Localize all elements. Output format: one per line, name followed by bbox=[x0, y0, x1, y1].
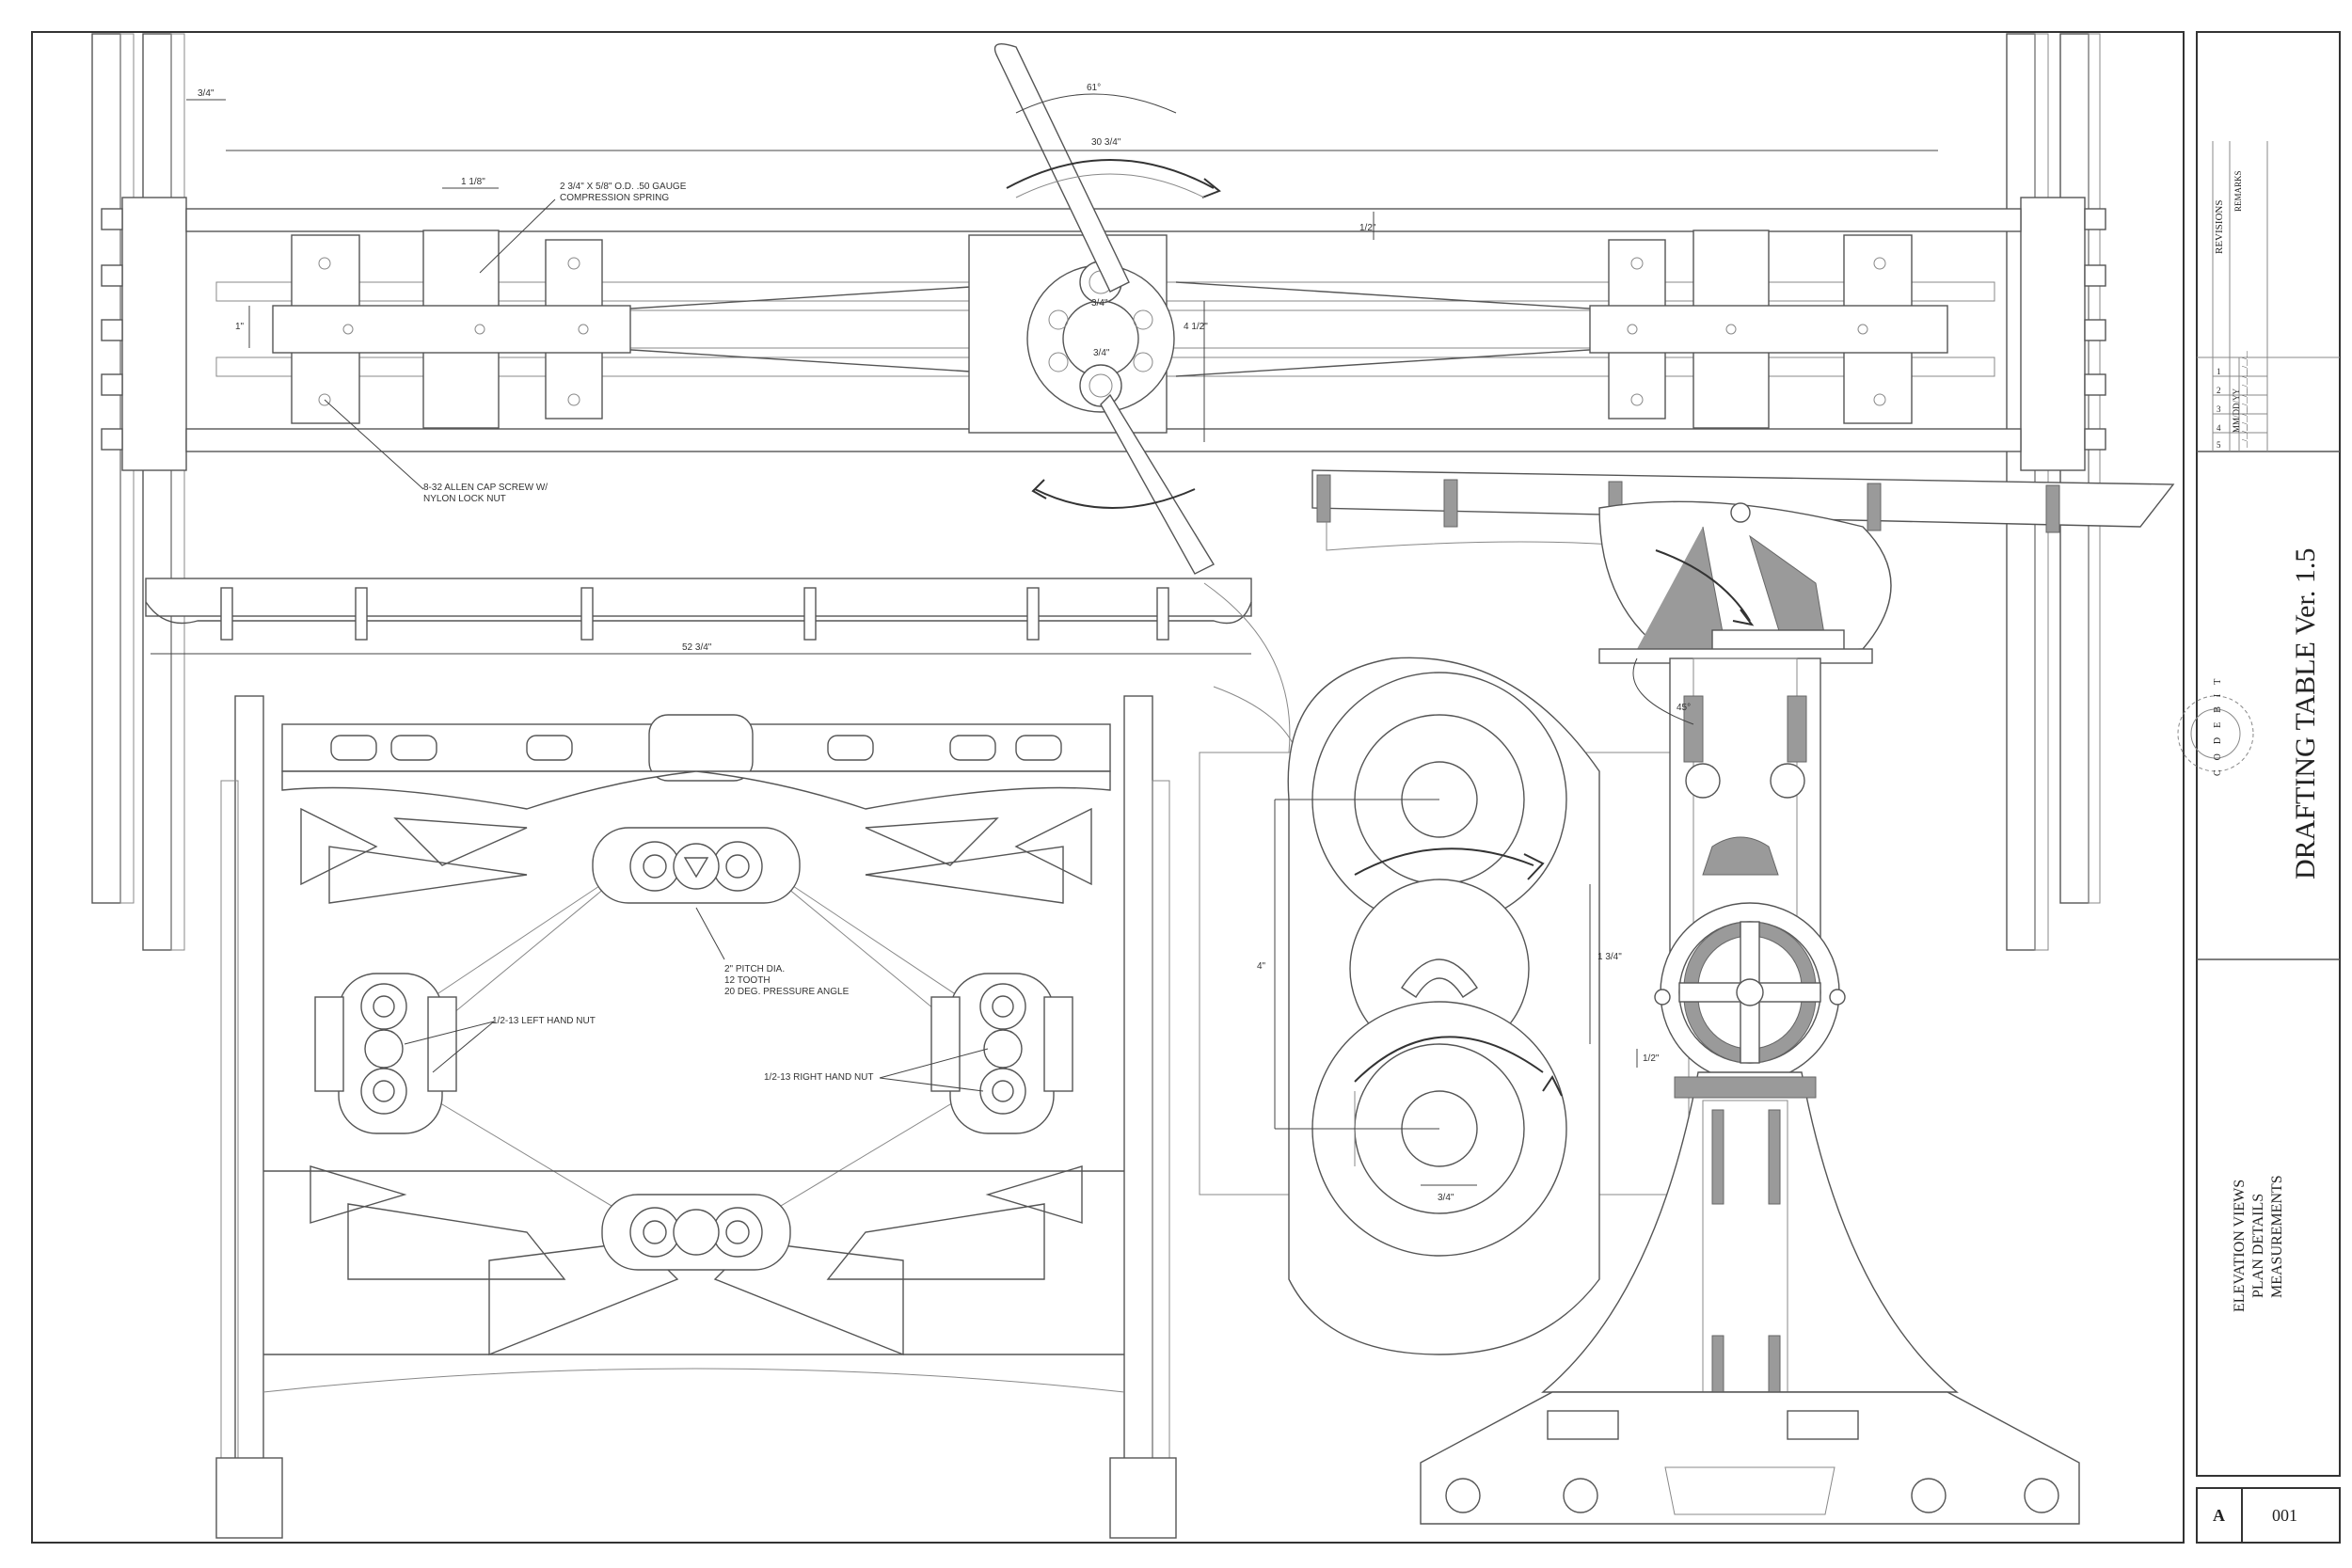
cap-screw-note-line1: 8-32 ALLEN CAP SCREW W/ bbox=[423, 483, 548, 493]
revision-date-5: __/__/__ bbox=[2241, 424, 2249, 449]
dim-52-3-4: 52 3/4" bbox=[682, 642, 712, 653]
right-hand-nut-note: 1/2-13 RIGHT HAND NUT bbox=[764, 1072, 874, 1083]
date-header: MM/DD/YY bbox=[2232, 388, 2241, 433]
revisions-header: REVISIONS bbox=[2214, 200, 2225, 254]
left-hand-nut-note: 1/2-13 LEFT HAND NUT bbox=[492, 1016, 596, 1026]
dim-30-3-4: 30 3/4" bbox=[1091, 137, 1121, 148]
drawing-border bbox=[31, 31, 2185, 1544]
description-line-2: PLAN DETAILS bbox=[2250, 1194, 2266, 1298]
revision-row-2: 2 bbox=[2217, 386, 2221, 395]
dim-1-top: 1" bbox=[235, 322, 245, 332]
revision-date-1: __/__/__ bbox=[2241, 351, 2249, 375]
revision-date-4: __/__/__ bbox=[2241, 407, 2249, 432]
dim-4-gear: 4" bbox=[1257, 961, 1266, 972]
dim-3-4-hub: 3/4" bbox=[1091, 298, 1108, 309]
dim-1-3-4: 1 3/4" bbox=[1597, 952, 1622, 962]
sheet-number: 001 bbox=[2272, 1506, 2297, 1525]
revision-date-3: __/__/__ bbox=[2241, 388, 2249, 413]
title-block bbox=[2177, 31, 2341, 1544]
description-line-3: MEASUREMENTS bbox=[2269, 1175, 2285, 1298]
revision-row-5: 5 bbox=[2217, 440, 2221, 450]
company-logo-text: CODEBIT bbox=[2213, 670, 2223, 776]
dim-3-4-gear: 3/4" bbox=[1438, 1193, 1454, 1203]
gear-note-line2: 12 TOOTH bbox=[724, 975, 771, 986]
revision-row-4: 4 bbox=[2217, 423, 2221, 433]
side-elevation bbox=[1311, 469, 2175, 1525]
dim-angle-tilt: 45° bbox=[1677, 703, 1691, 713]
dim-3-4-hub2: 3/4" bbox=[1093, 348, 1110, 358]
gear-detail bbox=[1199, 582, 1690, 1355]
revision-row-3: 3 bbox=[2217, 404, 2221, 414]
dim-3-4-top: 3/4" bbox=[198, 88, 215, 99]
dim-angle-top: 61° bbox=[1087, 83, 1101, 93]
dim-1-2-side: 1/2" bbox=[1359, 223, 1376, 233]
spring-note-line2: COMPRESSION SPRING bbox=[560, 193, 669, 203]
gear-note-line3: 20 DEG. PRESSURE ANGLE bbox=[724, 987, 850, 997]
gear-note-line1: 2" PITCH DIA. bbox=[724, 964, 785, 974]
cap-screw-note-line2: NYLON LOCK NUT bbox=[423, 494, 506, 504]
description-line-1: ELEVATION VIEWS bbox=[2232, 1180, 2248, 1312]
dim-1-2-gear: 1/2" bbox=[1643, 1053, 1660, 1064]
revision-row-1: 1 bbox=[2217, 367, 2221, 376]
sheet-title: DRAFTING TABLE Ver. 1.5 bbox=[2290, 548, 2321, 879]
plan-view-top bbox=[91, 33, 2106, 951]
dim-1-1-8: 1 1/8" bbox=[461, 177, 485, 187]
spring-note-line1: 2 3/4" X 5/8" O.D. .50 GAUGE bbox=[560, 182, 687, 192]
top-dimensions bbox=[186, 99, 1938, 442]
remarks-header: REMARKS bbox=[2233, 170, 2243, 212]
sheet-letter: A bbox=[2213, 1506, 2225, 1525]
revision-date-2: __/__/__ bbox=[2241, 370, 2249, 394]
dim-4-1-2: 4 1/2" bbox=[1184, 322, 1208, 332]
front-elevation bbox=[145, 578, 1252, 1539]
